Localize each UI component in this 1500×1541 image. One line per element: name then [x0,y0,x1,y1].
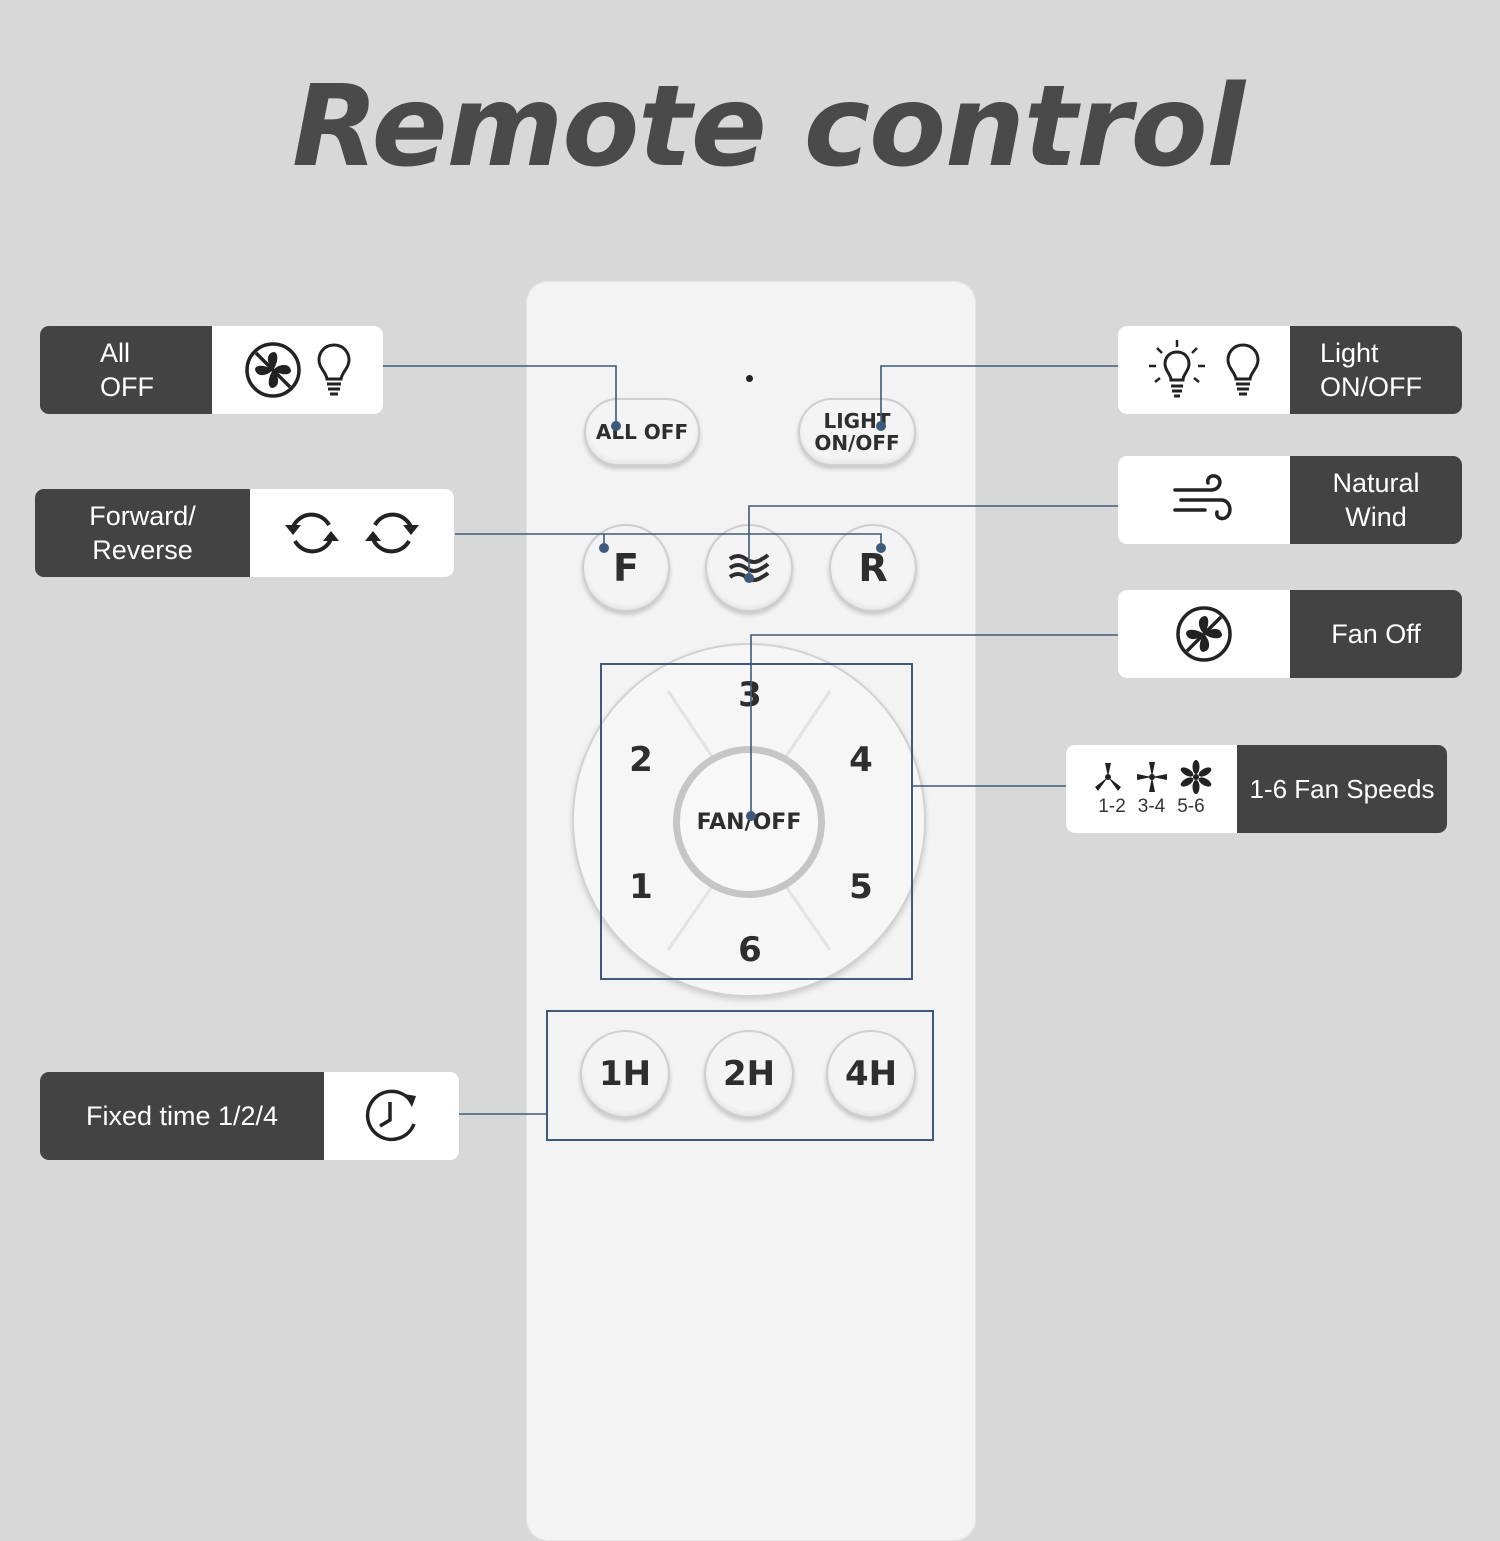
light-button-label-line2: ON/OFF [814,431,900,455]
timer-frame [546,1010,934,1141]
forward-button-label: F [613,546,639,590]
label-natural-wind-icons [1118,456,1290,544]
label-fan-speeds-text: 1-6 Fan Speeds [1237,745,1447,833]
label-fan-off-icons [1118,590,1290,678]
label-natural-wind-line2: Wind [1345,502,1407,532]
speed-wheel-frame [600,663,913,980]
bulb-icon [316,343,351,396]
label-forward-reverse-line1: Forward/ [89,501,196,531]
label-fan-off-text: Fan Off [1290,590,1462,678]
label-all-off-line1: All [100,338,131,368]
indicator-led [746,375,753,382]
label-all-off: All OFF [40,326,383,414]
label-forward-reverse: Forward/ Reverse [35,489,454,577]
natural-wind-button[interactable] [705,524,793,612]
reverse-button-label: R [858,546,888,590]
label-fixed-time-icons [324,1072,459,1160]
label-all-off-icons [212,326,383,414]
label-fan-speeds-icons: 1-2 3-4 5-6 [1066,745,1237,833]
label-forward-reverse-icons [250,489,454,577]
speed-caption-1-2: 1-2 [1098,796,1126,817]
label-fixed-time-text: Fixed time 1/2/4 [40,1072,324,1160]
speed-caption-5-6: 5-6 [1177,796,1205,817]
timer-icon [365,1089,416,1142]
fan-off-icon [1176,606,1232,662]
fan-speed-icons-row [1091,760,1213,794]
timer-2h-button[interactable]: 2H [704,1030,794,1118]
label-light-line1: Light [1320,338,1379,368]
label-natural-wind: Natural Wind [1118,456,1462,544]
speed-1-button[interactable]: 1 [629,867,653,907]
label-forward-reverse-text: Forward/ Reverse [35,489,250,577]
speed-5-button[interactable]: 5 [849,867,873,907]
reverse-button[interactable]: R [829,524,917,612]
timer-1h-label: 1H [598,1054,652,1094]
wind-icon [1173,474,1232,521]
all-off-button-label: ALL OFF [595,420,689,444]
rotate-ccw-icon [285,512,339,554]
label-light-text: Light ON/OFF [1290,326,1462,414]
label-fan-off: Fan Off [1118,590,1462,678]
fan-4-blade-icon [1136,762,1167,792]
speed-6-button[interactable]: 6 [738,930,762,970]
wind-waves-icon [728,553,770,582]
label-light-line2: ON/OFF [1320,372,1422,402]
bulb-icon [1226,343,1260,396]
timer-1h-button[interactable]: 1H [580,1030,670,1118]
fan-speed-caption-row: 1-2 3-4 5-6 [1098,796,1204,818]
label-all-off-line2: OFF [100,372,154,402]
timer-4h-button[interactable]: 4H [826,1030,916,1118]
fan-6-blade-icon [1180,760,1211,794]
label-light: Light ON/OFF [1118,326,1462,414]
speed-2-button[interactable]: 2 [629,740,653,780]
label-natural-wind-line1: Natural [1332,468,1420,498]
label-light-icons [1118,326,1290,414]
page-title: Remote control [292,62,1245,192]
bulb-on-icon [1149,340,1205,398]
label-forward-reverse-line2: Reverse [92,535,193,565]
label-all-off-text: All OFF [40,326,212,414]
fan-3-blade-icon [1094,763,1121,791]
light-button-label-line1: LIGHT [823,409,891,433]
label-natural-wind-text: Natural Wind [1290,456,1462,544]
fan-off-icon [244,342,301,398]
all-off-button[interactable]: ALL OFF [584,398,700,466]
timer-2h-label: 2H [722,1054,776,1094]
speed-caption-3-4: 3-4 [1137,796,1166,817]
rotate-cw-icon [365,512,419,554]
light-on-off-button[interactable]: LIGHT ON/OFF [798,398,916,466]
timer-4h-label: 4H [844,1054,898,1094]
forward-button[interactable]: F [582,524,670,612]
label-fixed-time: Fixed time 1/2/4 [40,1072,459,1160]
label-fan-speeds: 1-2 3-4 5-6 1-6 Fan Speeds [1066,745,1447,833]
